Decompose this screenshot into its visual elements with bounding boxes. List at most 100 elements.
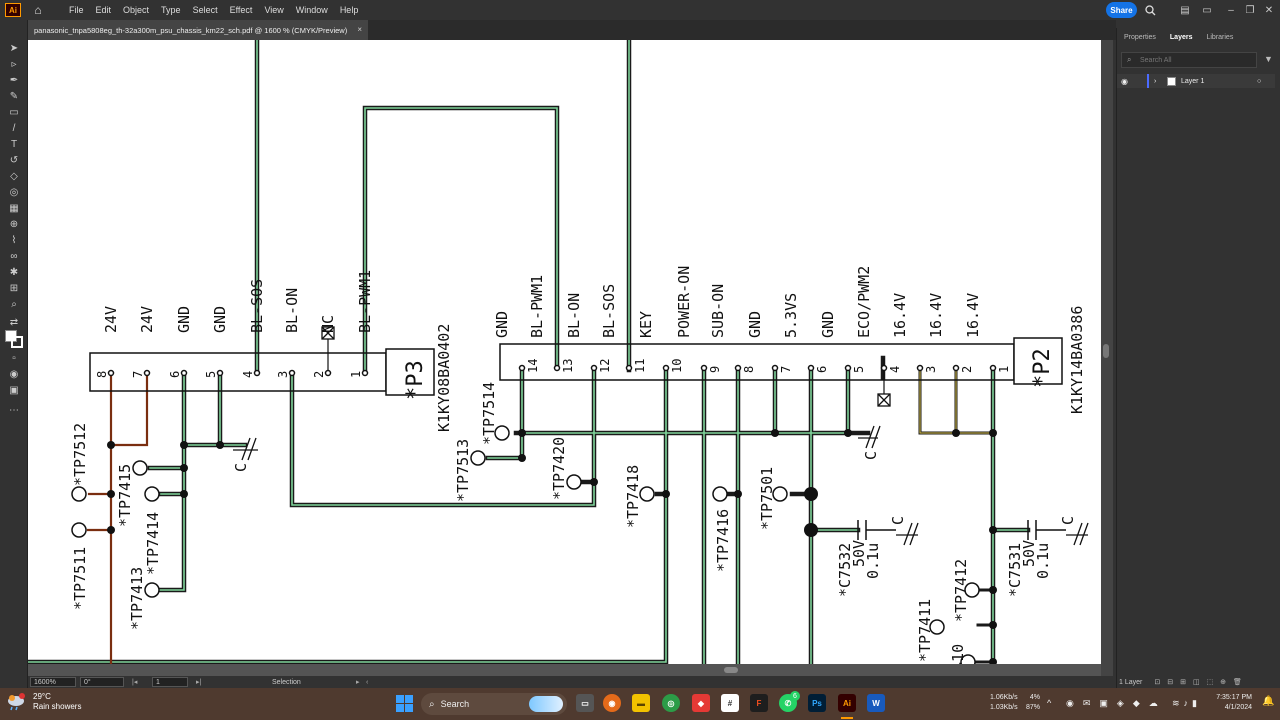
test-point-label[interactable]: *TP7501 xyxy=(758,467,776,530)
filter-icon[interactable]: ▼ xyxy=(1264,54,1273,64)
document-tab[interactable]: panasonic_tnpa5808eg_th-32a300m_psu_chas… xyxy=(28,20,368,40)
p3-pin-number[interactable]: 5 xyxy=(204,371,218,378)
menu-window[interactable]: Window xyxy=(295,5,328,15)
p2-pin-number[interactable]: 7 xyxy=(779,366,793,373)
test-point-circle[interactable] xyxy=(566,474,582,490)
p2-pin-number[interactable]: 13 xyxy=(561,359,575,373)
blend-tool-icon[interactable]: ∞ xyxy=(10,250,18,262)
artboard-field[interactable]: 1 xyxy=(152,677,188,687)
p2-signal-label[interactable]: GND xyxy=(819,311,837,338)
test-point-label[interactable]: *TP7418 xyxy=(624,465,642,528)
window-close-icon[interactable]: ✕ xyxy=(1264,4,1274,16)
symbol-sprayer-tool-icon[interactable]: ✱ xyxy=(9,266,19,278)
p2-signal-label[interactable]: BL-PWM1 xyxy=(528,275,546,338)
p2-signal-label[interactable]: 16.4V xyxy=(927,293,945,338)
test-point-circle[interactable] xyxy=(929,619,945,635)
weather-widget[interactable]: 29°C Rain showers xyxy=(6,692,81,712)
test-point-label[interactable]: *TP7415 xyxy=(116,464,134,527)
draw-mode-icon[interactable]: ◉ xyxy=(9,368,19,380)
p2-signal-label[interactable]: POWER-ON xyxy=(675,266,693,338)
arrange-documents-icon[interactable]: ▤ xyxy=(1180,4,1190,16)
swap-fill-stroke-icon[interactable]: ⇄ xyxy=(9,316,19,328)
tab-layers[interactable]: Layers xyxy=(1169,34,1193,41)
ground-label[interactable]: C xyxy=(232,463,250,472)
horizontal-scrollbar-thumb[interactable] xyxy=(724,667,738,673)
layer-row[interactable]: ◉ › Layer 1 ○ xyxy=(1117,74,1275,88)
p3-ref-label[interactable]: *P3 xyxy=(403,360,428,400)
test-point-label[interactable]: *TP7514 xyxy=(480,382,498,445)
p2-pin-number[interactable]: 3 xyxy=(924,366,938,373)
tab-properties[interactable]: Properties xyxy=(1124,34,1156,41)
figma-icon[interactable]: F xyxy=(750,694,768,712)
app-icon-red[interactable]: ◆ xyxy=(692,694,710,712)
color-mode-icon[interactable]: ▫ xyxy=(12,352,16,364)
p3-signal-label[interactable]: 24V xyxy=(138,306,156,333)
p2-pin-number[interactable]: 14 xyxy=(526,359,540,373)
zoom-tool-icon[interactable]: ⌕ xyxy=(11,298,17,310)
p2-pin-number[interactable]: 4 xyxy=(888,366,902,373)
test-point-circle[interactable] xyxy=(144,582,160,598)
minimize-panel-icon[interactable]: ▭ xyxy=(1202,4,1212,16)
p2-signal-label[interactable]: ECO/PWM2 xyxy=(855,266,873,338)
warp-tool-icon[interactable]: ◎ xyxy=(9,186,19,198)
p2-signal-label[interactable]: 16.4V xyxy=(891,293,909,338)
task-view-icon[interactable]: ▭ xyxy=(576,694,594,712)
expand-chevron-icon[interactable]: › xyxy=(1154,77,1157,85)
p3-pin-number[interactable]: 6 xyxy=(168,371,182,378)
windows-start-icon[interactable] xyxy=(396,695,413,712)
tray-chevron-icon[interactable]: ^ xyxy=(1047,698,1052,708)
test-point-circle[interactable] xyxy=(132,460,148,476)
test-point-label[interactable]: *TP7413 xyxy=(128,567,146,630)
clock[interactable]: 7:35:17 PM 4/1/2024 xyxy=(1210,693,1252,713)
p2-signal-label[interactable]: BL-SOS xyxy=(600,284,618,338)
tray-app-icons[interactable]: ◉✉▣◈◆☁ xyxy=(1066,698,1167,708)
tab-libraries[interactable]: Libraries xyxy=(1206,34,1234,41)
p3-signal-label[interactable]: BL-ON xyxy=(283,288,301,333)
test-point-label[interactable]: *TP7513 xyxy=(454,439,472,502)
p3-pin-number[interactable]: 3 xyxy=(276,371,290,378)
layer-name[interactable]: Layer 1 xyxy=(1181,77,1205,85)
p2-ref-label[interactable]: *P2 xyxy=(1030,348,1055,388)
notification-bell-icon[interactable]: 🔔 xyxy=(1262,696,1275,707)
rotation-field[interactable]: 0° xyxy=(80,677,124,687)
menu-object[interactable]: Object xyxy=(123,5,150,15)
p3-signal-label[interactable]: GND xyxy=(175,306,193,333)
menu-type[interactable]: Type xyxy=(161,5,181,15)
p2-pin-number[interactable]: 11 xyxy=(633,359,647,373)
test-point-circle[interactable] xyxy=(71,522,87,538)
gradient-tool-icon[interactable]: ▦ xyxy=(9,202,19,214)
test-point-label[interactable]: *TP7414 xyxy=(144,512,162,575)
visibility-eye-icon[interactable]: ◉ xyxy=(1121,76,1128,86)
last-artboard-icon[interactable]: ▸| xyxy=(196,679,202,686)
capacitor-ref[interactable]: *C7532 xyxy=(836,543,854,597)
p2-pin-number[interactable]: 5 xyxy=(852,366,866,373)
p2-signal-label[interactable]: KEY xyxy=(637,311,655,338)
p2-part-number[interactable]: K1KY14BA0386 xyxy=(1068,306,1086,414)
test-point-circle[interactable] xyxy=(494,425,510,441)
p2-signal-label[interactable]: 5.3VS xyxy=(782,293,800,338)
capacitor-value[interactable]: 0.1u xyxy=(1034,543,1052,579)
vertical-scrollbar-thumb[interactable] xyxy=(1103,344,1109,358)
test-point-label[interactable]: *TP7412 xyxy=(952,559,970,622)
test-point-circle[interactable] xyxy=(964,582,980,598)
p2-signal-label[interactable]: SUB-ON xyxy=(709,284,727,338)
menu-file[interactable]: File xyxy=(69,5,84,15)
menu-view[interactable]: View xyxy=(264,5,284,15)
menu-select[interactable]: Select xyxy=(192,5,218,15)
menu-effect[interactable]: Effect xyxy=(229,5,253,15)
p2-signal-label[interactable]: GND xyxy=(746,311,764,338)
p3-pin-number[interactable]: 2 xyxy=(312,371,326,378)
test-point-circle[interactable] xyxy=(712,486,728,502)
direct-selection-tool-icon[interactable]: ▹ xyxy=(11,58,17,70)
window-restore-icon[interactable]: ❐ xyxy=(1245,4,1255,16)
wifi-volume-battery-icons[interactable]: ≋♪▮ xyxy=(1172,698,1201,708)
test-point-circle[interactable] xyxy=(639,486,655,502)
window-minimize-icon[interactable]: – xyxy=(1228,4,1234,16)
scroll-left-icon[interactable]: ‹ xyxy=(366,678,369,686)
capacitor-ref[interactable]: *C7531 xyxy=(1006,543,1024,597)
first-artboard-icon[interactable]: |◂ xyxy=(132,679,138,686)
test-point-circle[interactable] xyxy=(470,450,486,466)
horizontal-scrollbar[interactable] xyxy=(28,664,1101,676)
stroke-color-swatch[interactable] xyxy=(11,336,23,348)
